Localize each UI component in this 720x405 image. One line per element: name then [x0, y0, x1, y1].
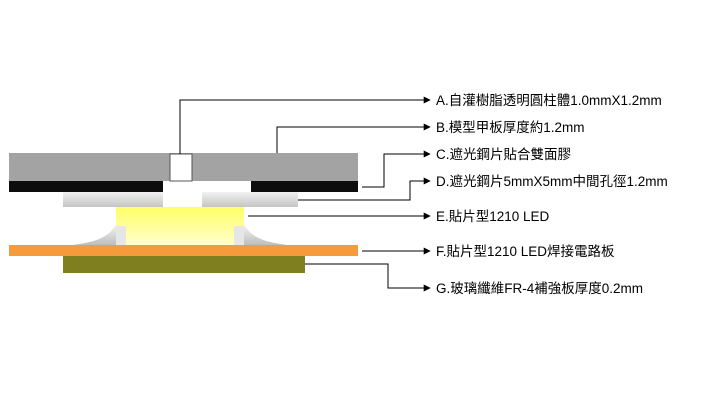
label-g: G.玻璃纖維FR-4補強板厚度0.2mm [436, 280, 643, 296]
led-terminal-right-face [234, 226, 244, 245]
leader-line-g [305, 263, 431, 292]
adhesive-tape-left [9, 181, 163, 192]
pcb-board [9, 245, 358, 256]
fr4-stiffener [63, 256, 305, 273]
resin-cylinder [169, 153, 193, 182]
leader-line-a [179, 96, 431, 154]
solder-fillet-left [72, 224, 116, 245]
leader-line-b [276, 123, 431, 153]
led-terminal-left-face [116, 226, 126, 245]
label-b: B.模型甲板厚度約1.2mm [436, 120, 585, 135]
label-c: C.遮光鋼片貼合雙面膠 [436, 147, 571, 162]
smd-led-1210 [116, 207, 244, 245]
solder-fillet-right [244, 224, 288, 245]
label-e: E.貼片型1210 LED [436, 209, 550, 224]
adhesive-tape-right [251, 181, 358, 192]
label-d: D.遮光鋼片5mmX5mm中間孔徑1.2mm [436, 174, 668, 189]
label-f: F.貼片型1210 LED焊接電路板 [436, 243, 615, 259]
steel-shim-right [202, 192, 298, 207]
leader-line-d [298, 177, 431, 201]
label-a: A.自灌樹脂透明圓柱體1.0mmX1.2mm [436, 93, 662, 108]
steel-shim-left [63, 192, 163, 207]
leader-line-c [362, 150, 431, 188]
